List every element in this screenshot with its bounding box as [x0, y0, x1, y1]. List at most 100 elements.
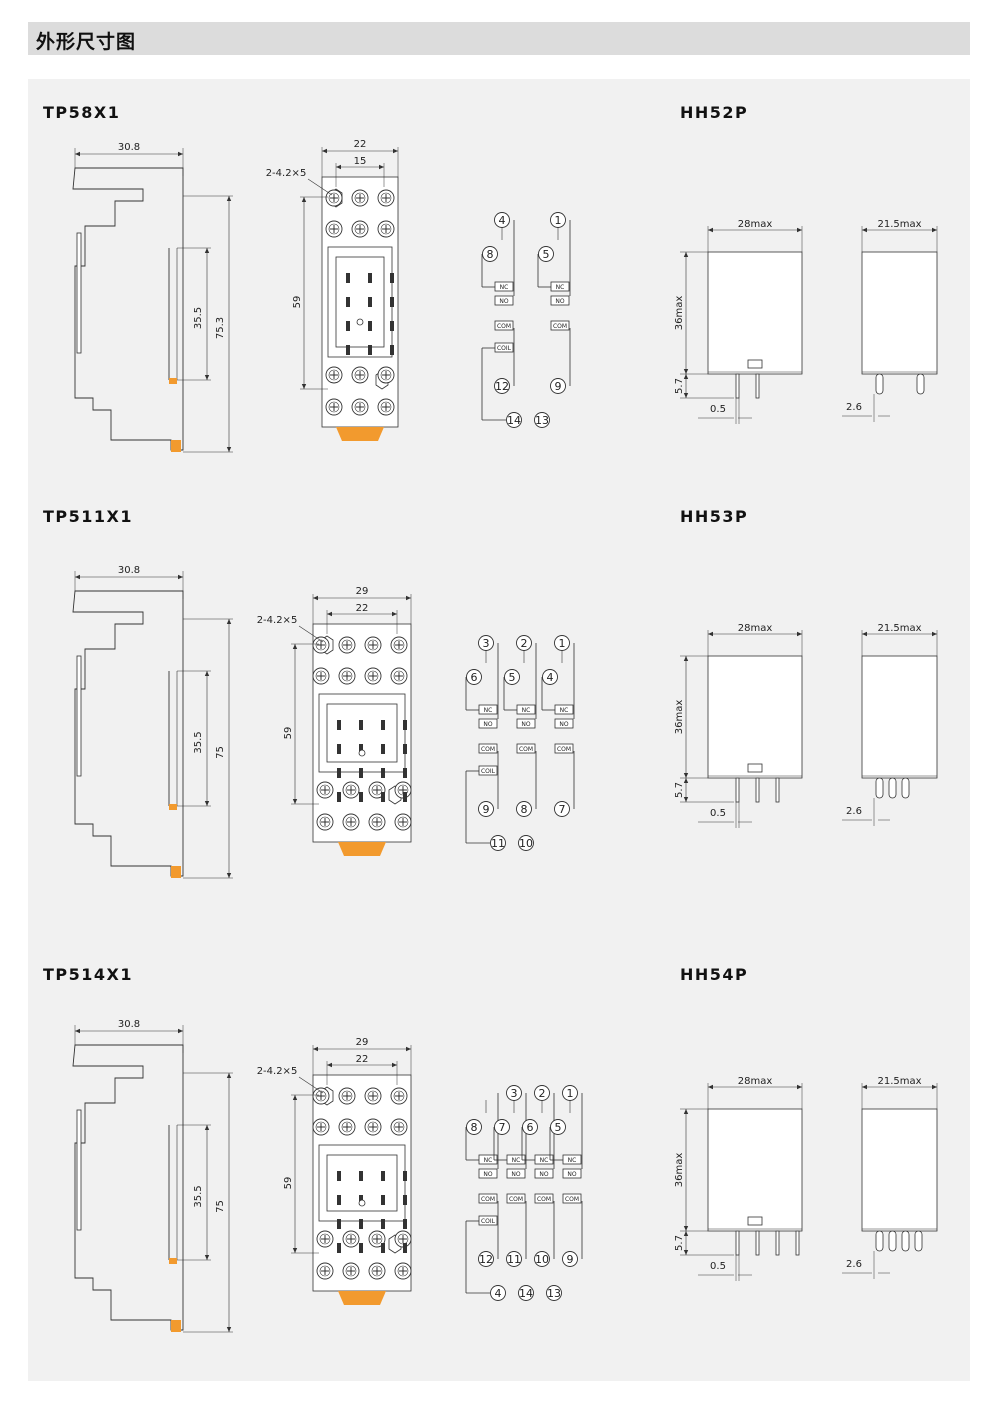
relay-front-body — [707, 251, 803, 375]
terminal-screw — [312, 1087, 330, 1105]
terminal-number-label: 8 — [521, 803, 528, 816]
arrowhead — [226, 1073, 232, 1078]
contact-tag-label: NC — [522, 707, 531, 714]
terminal-screw — [394, 1262, 412, 1280]
arrowhead — [322, 148, 327, 154]
terminal-screw — [390, 636, 408, 654]
contact-tag-label: COM — [481, 1196, 495, 1203]
terminal-number-label: 2 — [521, 637, 528, 650]
arrowhead — [683, 369, 689, 374]
contact-tag-box — [478, 1154, 498, 1165]
arrowhead — [204, 671, 210, 676]
screw-ring — [315, 639, 327, 651]
screw-ring — [380, 401, 392, 413]
front-relay-bay — [318, 1144, 406, 1222]
screw-ring — [319, 1233, 331, 1245]
relay-pin-pitch-label: 2.6 — [846, 806, 862, 817]
pin-slot — [337, 744, 341, 754]
terminal-number: 1 — [550, 212, 566, 228]
relay-pin — [755, 373, 760, 399]
arrowhead — [392, 611, 397, 617]
front-hole-pitch-label: 22 — [356, 1054, 369, 1065]
terminal-screw — [342, 1262, 360, 1280]
contact-tag-label: NO — [483, 721, 492, 728]
relay-height-label: 36max — [674, 1153, 685, 1188]
terminal-screw — [377, 189, 395, 207]
contact-tag-box — [506, 1154, 526, 1165]
terminal-number: 11 — [490, 835, 506, 851]
terminal-circle — [478, 801, 494, 817]
terminal-circle — [466, 1119, 482, 1135]
front-mount-hole-label: 2-4.2×5 — [266, 168, 307, 179]
relay-width-label: 28max — [738, 219, 773, 230]
arrowhead — [327, 611, 332, 617]
terminal-number: 12 — [494, 378, 510, 394]
terminal-screw — [325, 366, 343, 384]
arrowhead — [75, 1028, 80, 1034]
terminal-circle — [490, 835, 506, 851]
terminal-number: 14 — [506, 412, 522, 428]
screw-ring — [315, 1121, 327, 1133]
pin-slot — [381, 720, 385, 730]
front-relay-bay — [318, 693, 406, 773]
contact-tag: NC — [494, 281, 514, 292]
front-mount-hole-label: 2-4.2×5 — [257, 615, 298, 626]
arrowhead — [708, 1084, 713, 1090]
side-width-label: 30.8 — [118, 1019, 140, 1030]
relay-side-body — [861, 655, 938, 779]
terminal-number-label: 1 — [555, 214, 562, 227]
arrowhead — [292, 644, 298, 649]
arrowhead — [379, 164, 384, 170]
terminal-number: 4 — [490, 1285, 506, 1301]
screw-ring — [371, 1265, 383, 1277]
terminal-number: 12 — [478, 1251, 494, 1267]
terminal-circle — [494, 378, 510, 394]
pin-slot — [368, 321, 372, 331]
din-latch — [169, 378, 177, 384]
screw-ring — [397, 1265, 409, 1277]
contact-tag-box — [478, 704, 498, 715]
terminal-screw — [312, 667, 330, 685]
pin-slot — [368, 273, 372, 283]
relay-side-pin — [901, 1230, 910, 1252]
release-latch — [338, 1291, 386, 1305]
pin-slot — [337, 1243, 341, 1253]
side-height-label: 75 — [215, 1200, 226, 1213]
side-width-label: 30.8 — [118, 142, 140, 153]
terminal-circle — [478, 1251, 494, 1267]
contact-tag-box — [506, 1193, 526, 1204]
terminal-number-label: 12 — [479, 1253, 493, 1266]
center-hole — [358, 749, 366, 757]
contact-tag: COM — [478, 1193, 498, 1204]
screw-ring — [341, 1121, 353, 1133]
contact-tag: COM — [494, 320, 514, 331]
arrowhead — [204, 1125, 210, 1130]
relay-height-label: 36max — [674, 296, 685, 331]
contact-tag: NO — [478, 1168, 498, 1179]
contact-tag-label: COIL — [497, 345, 512, 352]
contact-tag: COM — [516, 743, 536, 754]
terminal-screw — [364, 636, 382, 654]
terminal-circle — [518, 835, 534, 851]
arrowhead — [683, 1231, 689, 1236]
screw-ring — [345, 1233, 357, 1245]
relay-side-body — [861, 1108, 938, 1232]
terminal-number-label: 5 — [543, 248, 550, 261]
terminal-number-label: 13 — [535, 414, 549, 427]
contact-tag: COM — [534, 1193, 554, 1204]
contact-tag-label: NC — [484, 1157, 493, 1164]
terminal-circle — [506, 1251, 522, 1267]
terminal-screw — [338, 667, 356, 685]
arrowhead — [226, 873, 232, 878]
contact-tag-label: COM — [481, 746, 495, 753]
relay-pin — [775, 777, 780, 803]
pin-slot — [337, 1219, 341, 1229]
pin-slot — [390, 273, 394, 283]
arrowhead — [204, 801, 210, 806]
contact-tag: COM — [562, 1193, 582, 1204]
relay-pin-pitch-label: 2.6 — [846, 1259, 862, 1270]
terminal-circle — [538, 246, 554, 262]
